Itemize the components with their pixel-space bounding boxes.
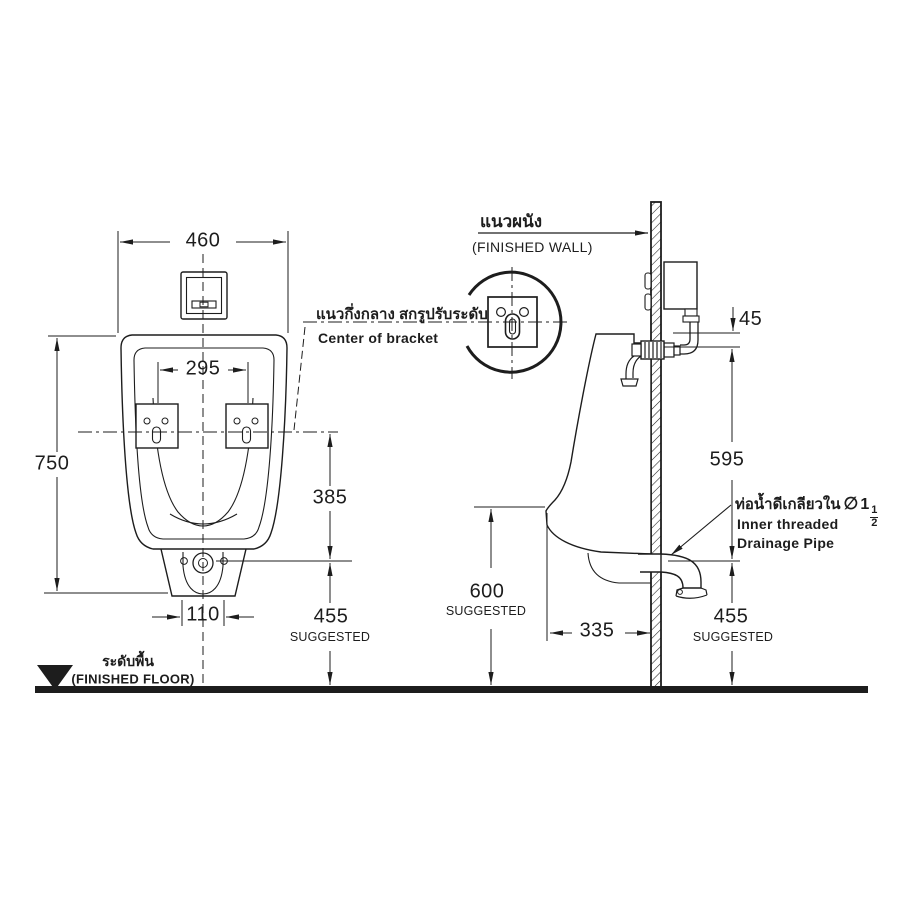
dim-595 bbox=[668, 349, 740, 562]
finished-floor-label-en: (FINISHED FLOOR) bbox=[71, 671, 195, 687]
wall-supply-fitting bbox=[631, 340, 681, 360]
dim-label-600: 600 bbox=[469, 580, 505, 603]
finished-wall-section bbox=[650, 201, 662, 690]
dim-qualifier-455-side: SUGGESTED bbox=[692, 630, 774, 644]
dim-label-45: 45 bbox=[739, 308, 763, 330]
detail-hole-right bbox=[518, 307, 529, 318]
dim-label-750: 750 bbox=[34, 452, 70, 475]
wall-clips bbox=[644, 272, 652, 311]
dim-label-110: 110 bbox=[186, 603, 220, 626]
dim-label-460: 460 bbox=[185, 229, 221, 252]
mounting-bracket-left bbox=[135, 403, 179, 449]
valve-outlet-fitting-lower bbox=[682, 315, 700, 323]
dim-600 bbox=[474, 506, 545, 685]
fraction-numerator: 1 bbox=[870, 504, 879, 518]
finished-wall-label-th: แนวผนัง bbox=[480, 212, 543, 231]
side-trap-inner bbox=[587, 552, 651, 584]
fraction-denominator: 2 bbox=[871, 516, 878, 529]
detail-circle-arc bbox=[465, 270, 563, 374]
dim-label-455-front: 455 bbox=[313, 605, 349, 628]
dim-qualifier-455-front: SUGGESTED bbox=[289, 630, 371, 644]
dim-110 bbox=[152, 600, 254, 626]
sensor-plate bbox=[180, 271, 228, 320]
drain-size-whole: 1 bbox=[860, 496, 870, 513]
drain-pipe-label-en-2: Drainage Pipe bbox=[737, 535, 835, 551]
front-rim-inner bbox=[133, 347, 275, 540]
flush-valve-box bbox=[663, 261, 700, 323]
bracket-detail-circle bbox=[303, 267, 570, 379]
drain-pipe-label-en-1: Inner threaded bbox=[737, 516, 839, 532]
spout-foot bbox=[620, 378, 639, 387]
detail-slot-outer bbox=[504, 313, 521, 340]
drain-pipe-leader bbox=[670, 504, 732, 556]
mounting-bracket-right bbox=[225, 403, 269, 449]
center-of-bracket-label-en: Center of bracket bbox=[318, 330, 439, 346]
finished-floor-line bbox=[35, 686, 868, 693]
dim-295 bbox=[157, 362, 249, 403]
dim-label-295: 295 bbox=[185, 357, 221, 380]
dim-750 bbox=[44, 335, 168, 594]
dim-45 bbox=[664, 307, 740, 348]
finished-floor-label-th: ระดับพื้น bbox=[102, 653, 154, 669]
dim-label-595: 595 bbox=[709, 448, 745, 471]
dim-335 bbox=[546, 513, 650, 641]
side-view-urinal bbox=[545, 333, 652, 584]
side-body-outline bbox=[545, 333, 652, 555]
dim-label-335: 335 bbox=[579, 619, 615, 642]
dim-qualifier-600: SUGGESTED bbox=[445, 604, 527, 618]
sensor-eye bbox=[199, 301, 209, 308]
floor-level-marker bbox=[37, 665, 73, 690]
front-body-outline bbox=[120, 334, 288, 550]
supply-pipe bbox=[680, 322, 699, 355]
dim-label-455-side: 455 bbox=[713, 605, 749, 628]
dim-460 bbox=[117, 231, 289, 333]
spreader-spout bbox=[620, 355, 642, 387]
bracket-slot bbox=[151, 426, 162, 444]
dim-385 bbox=[216, 434, 352, 562]
bracket-leader-line bbox=[293, 326, 306, 431]
drain-pipe-text-th: ท่อน้ำดีเกลียวใน bbox=[735, 496, 841, 513]
center-of-bracket-label-th: แนวกึ่งกลาง สกรูปรับระดับ bbox=[316, 306, 488, 323]
detail-hole-left bbox=[496, 307, 507, 318]
finished-wall-label-en: (FINISHED WALL) bbox=[472, 239, 593, 255]
bracket-slot bbox=[241, 426, 252, 444]
dim-label-385: 385 bbox=[312, 486, 348, 509]
diameter-symbol: ∅ bbox=[843, 494, 859, 513]
drain-elbow bbox=[638, 553, 708, 599]
valve-outlet-fitting-upper bbox=[684, 308, 698, 317]
front-fixing-hole-left bbox=[180, 557, 188, 565]
